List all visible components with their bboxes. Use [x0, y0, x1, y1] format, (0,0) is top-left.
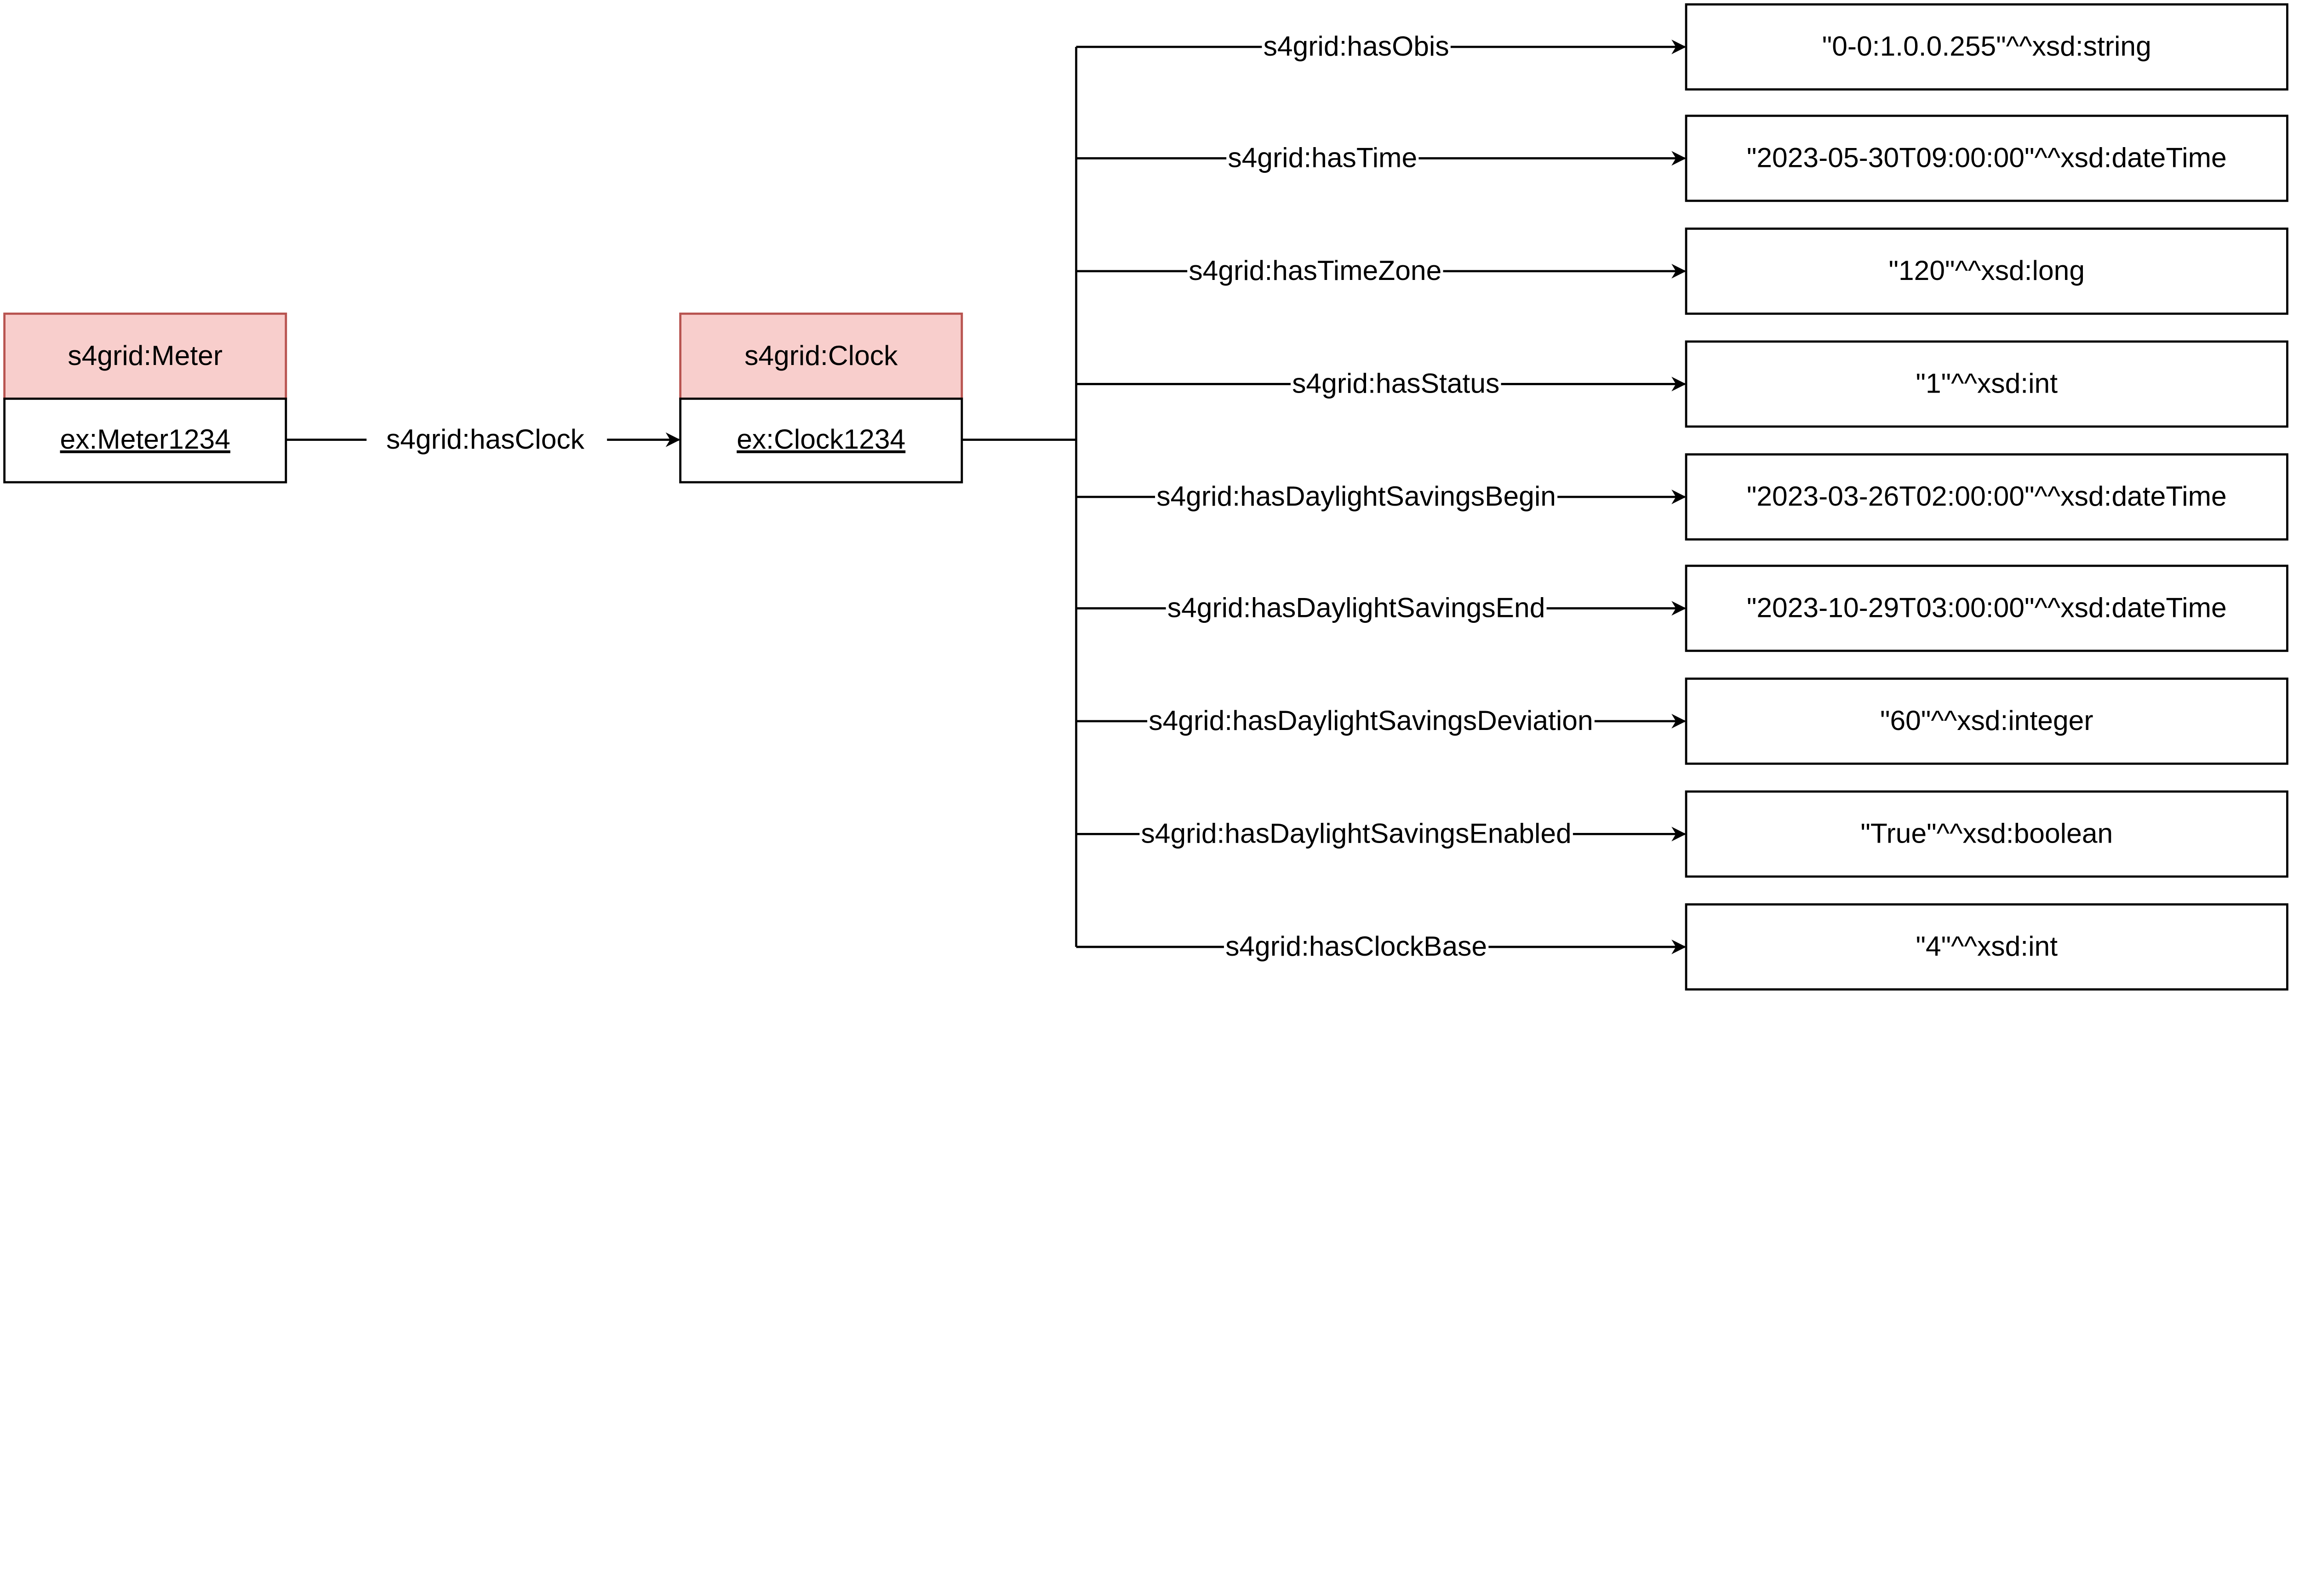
- property-row: s4grid:hasDaylightSavingsBegin "2023-03-2…: [1076, 453, 2288, 541]
- literal-value-label: "60"^^xsd:integer: [1880, 705, 2093, 736]
- property-row: s4grid:hasClockBase "4"^^xsd:int: [1076, 903, 2288, 991]
- literal-value-box[interactable]: [1685, 903, 2288, 991]
- clock-instance-box: [679, 397, 963, 484]
- property-row: s4grid:hasObis "0-0:1.0.0.255"^^xsd:strin…: [1076, 3, 2288, 91]
- meter-node[interactable]: s4grid:Meter ex:Meter1234: [3, 313, 287, 484]
- property-predicate-label: s4grid:hasDaylightSavingsBegin: [1156, 480, 1556, 512]
- property-row: s4grid:hasTimeZone "120"^^xsd:long: [1076, 228, 2288, 315]
- predicate-label-bg: [1155, 480, 1558, 512]
- has-clock-label-bg: [366, 422, 607, 455]
- clock-class-label: s4grid:Clock: [744, 340, 898, 371]
- clock-class-header: [679, 313, 963, 400]
- literal-value-label: "2023-10-29T03:00:00"^^xsd:dateTime: [1747, 592, 2227, 623]
- literal-value-label: "0-0:1.0.0.255"^^xsd:string: [1822, 30, 2151, 62]
- property-row: s4grid:hasDaylightSavingsEnd "2023-10-29T…: [1076, 564, 2288, 652]
- literal-value-box[interactable]: [1685, 564, 2288, 652]
- property-row: s4grid:hasDaylightSavingsDeviation "60"^^…: [1076, 678, 2288, 765]
- property-predicate-label: s4grid:hasDaylightSavingsEnabled: [1141, 818, 1572, 849]
- literal-value-box[interactable]: [1685, 790, 2288, 878]
- meter-instance-box: [3, 397, 287, 484]
- literal-value-box[interactable]: [1685, 114, 2288, 202]
- literal-value-label: "1"^^xsd:int: [1916, 368, 2058, 399]
- property-predicate-label: s4grid:hasTimeZone: [1189, 255, 1441, 286]
- property-predicate-label: s4grid:hasDaylightSavingsDeviation: [1149, 705, 1593, 736]
- property-predicate-label: s4grid:hasClockBase: [1225, 930, 1487, 962]
- property-predicate-label: s4grid:hasTime: [1228, 142, 1417, 173]
- predicate-label-bg: [1139, 817, 1573, 849]
- property-predicate-label: s4grid:hasObis: [1264, 30, 1449, 62]
- property-predicate-label: s4grid:hasDaylightSavingsEnd: [1167, 592, 1545, 623]
- literal-value-label: "2023-03-26T02:00:00"^^xsd:dateTime: [1747, 480, 2227, 512]
- has-clock-label: s4grid:hasClock: [386, 423, 585, 455]
- literal-value-label: "2023-05-30T09:00:00"^^xsd:dateTime: [1747, 142, 2227, 173]
- predicate-label-bg: [1147, 705, 1595, 736]
- clock-node[interactable]: s4grid:Clock ex:Clock1234: [679, 313, 963, 484]
- predicate-label-bg: [1226, 142, 1419, 173]
- predicate-label-bg: [1290, 367, 1501, 399]
- property-rows: s4grid:hasObis "0-0:1.0.0.255"^^xsd:strin…: [1076, 3, 2288, 991]
- clock-instance-label: ex:Clock1234: [737, 423, 905, 455]
- predicate-label-bg: [1166, 592, 1547, 623]
- property-predicate-label: s4grid:hasStatus: [1292, 368, 1499, 399]
- property-row: s4grid:hasStatus "1"^^xsd:int: [1076, 340, 2288, 428]
- predicate-label-bg: [1187, 255, 1443, 286]
- literal-value-box[interactable]: [1685, 453, 2288, 541]
- meter-class-header: [3, 313, 287, 400]
- meter-instance-label: ex:Meter1234: [60, 423, 230, 455]
- property-row: s4grid:hasDaylightSavingsEnabled "True"^^…: [1076, 790, 2288, 878]
- literal-value-label: "4"^^xsd:int: [1916, 930, 2058, 962]
- rdf-diagram: s4grid:Meter ex:Meter1234 s4grid:hasCloc…: [3, 3, 2288, 991]
- literal-value-box[interactable]: [1685, 228, 2288, 315]
- meter-class-label: s4grid:Meter: [68, 340, 223, 371]
- literal-value-label: "True"^^xsd:boolean: [1860, 818, 2113, 849]
- literal-value-box[interactable]: [1685, 678, 2288, 765]
- property-row: s4grid:hasTime "2023-05-30T09:00:00"^^xsd…: [1076, 114, 2288, 202]
- predicate-label-bg: [1262, 30, 1451, 62]
- literal-value-box[interactable]: [1685, 340, 2288, 428]
- literal-value-label: "120"^^xsd:long: [1888, 255, 2085, 286]
- predicate-label-bg: [1224, 930, 1489, 962]
- literal-value-box[interactable]: [1685, 3, 2288, 91]
